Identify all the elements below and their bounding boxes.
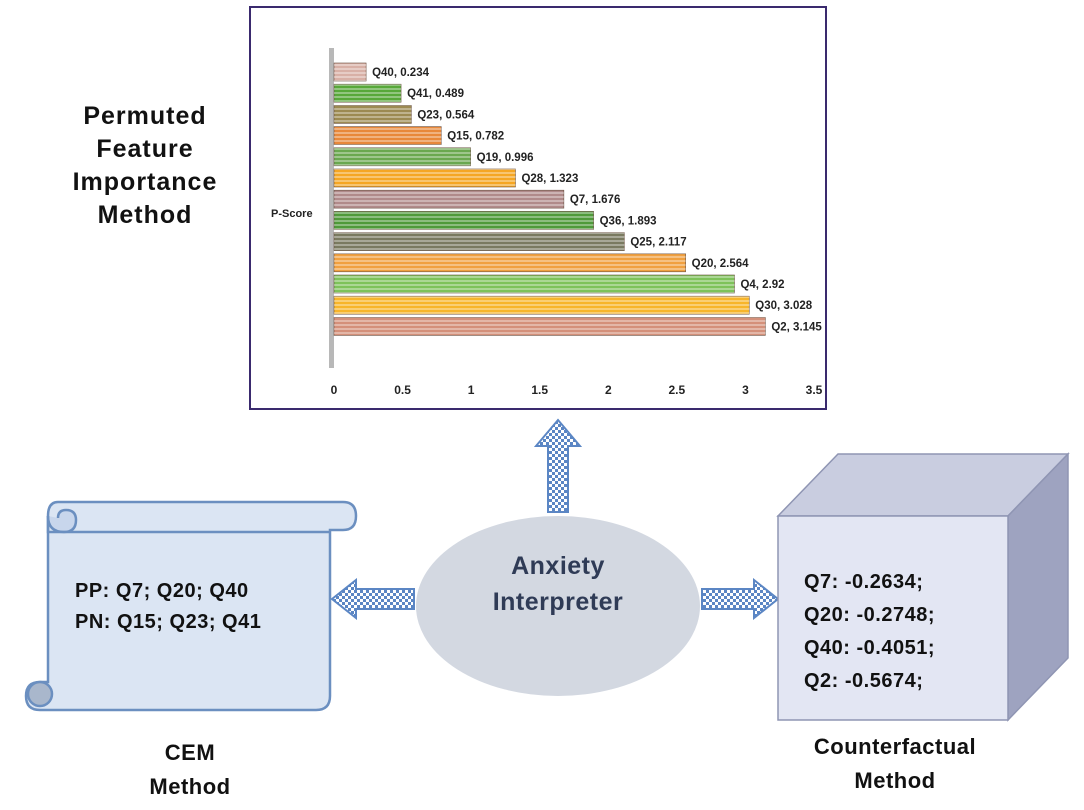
up-arrow (534, 418, 582, 513)
counterfactual-caption-line: Method (854, 768, 936, 793)
interpreter-label: Anxiety Interpreter (418, 548, 698, 620)
bar-texture (334, 169, 516, 187)
pfi-label-line: Permuted (83, 102, 207, 130)
pfi-label-line: Method (97, 201, 193, 229)
pfi-label-line: Importance (72, 168, 218, 196)
bar-texture (334, 296, 750, 315)
bar-data-label: Q30, 3.028 (755, 300, 813, 312)
bar-data-label: Q25, 2.117 (630, 237, 686, 249)
cem-pp: PP: Q7; Q20; Q40 (75, 580, 249, 602)
counterfactual-line: Q20: -0.2748; (804, 604, 936, 626)
bar-texture (334, 126, 442, 145)
cem-pn: PN: Q15; Q23; Q41 (75, 611, 262, 633)
y-axis-line (329, 48, 334, 368)
bar-texture (334, 232, 625, 251)
counterfactual-caption-line: Counterfactual (813, 734, 977, 759)
bar-data-label: Q23, 0.564 (417, 109, 475, 121)
bar-texture (334, 253, 686, 272)
x-tick-label: 2.5 (669, 383, 686, 397)
bar-data-label: Q20, 2.564 (692, 258, 750, 270)
bar-data-label: Q36, 1.893 (600, 215, 657, 227)
bar-texture (334, 211, 594, 230)
x-tick-label: 0 (331, 383, 338, 397)
pfi-label-line: Feature (96, 135, 194, 163)
right-arrow (701, 578, 780, 620)
cem-caption: CEM Method (100, 736, 280, 804)
bar-data-label: Q4, 2.92 (740, 279, 784, 291)
interpreter-label-line: Anxiety (511, 552, 605, 580)
bar-texture (334, 84, 402, 103)
counterfactual-line: Q40: -0.4051; (804, 637, 936, 659)
x-tick-labels: 0 0.5 1 1.5 2 2.5 3 3.5 (331, 383, 823, 397)
counterfactual-line: Q7: -0.2634; (804, 571, 924, 593)
x-tick-label: 2 (605, 383, 612, 397)
left-arrow (330, 578, 415, 620)
bar-data-label: Q28, 1.323 (521, 173, 578, 185)
x-tick-label: 1 (468, 383, 475, 397)
cem-contents: PP: Q7; Q20; Q40 PN: Q15; Q23; Q41 (75, 576, 261, 638)
cem-caption-line: CEM (164, 740, 216, 765)
x-tick-label: 3 (742, 383, 749, 397)
bar-texture (334, 190, 564, 209)
cem-scroll (24, 500, 358, 712)
bar-data-label: Q19, 0.996 (477, 152, 534, 164)
x-tick-label: 1.5 (531, 383, 548, 397)
x-tick-label: 0.5 (394, 383, 411, 397)
counterfactual-values: Q7: -0.2634; Q20: -0.2748; Q40: -0.4051;… (804, 566, 935, 698)
counterfactual-cube (776, 452, 1070, 722)
x-tick-label: 3.5 (806, 383, 823, 397)
y-axis-label: P-Score (271, 208, 313, 220)
bar-data-label: Q15, 0.782 (447, 131, 504, 143)
bar-texture (334, 105, 412, 124)
bar-data-label: Q40, 0.234 (372, 67, 430, 79)
cem-caption-line: Method (149, 774, 231, 799)
bar-texture (334, 63, 367, 81)
counterfactual-line: Q2: -0.5674; (804, 670, 924, 692)
interpreter-ellipse (416, 516, 700, 696)
bar-texture (334, 275, 735, 293)
pfi-method-label: Permuted Feature Importance Method (40, 100, 250, 232)
bar-texture (334, 317, 766, 336)
bar-data-label: Q41, 0.489 (407, 88, 464, 100)
counterfactual-caption: Counterfactual Method (780, 730, 1010, 798)
bar-data-label: Q2, 3.145 (771, 321, 822, 333)
interpreter-label-line: Interpreter (492, 588, 624, 616)
bar-data-label: Q7, 1.676 (570, 194, 621, 206)
bar-texture (334, 147, 471, 166)
